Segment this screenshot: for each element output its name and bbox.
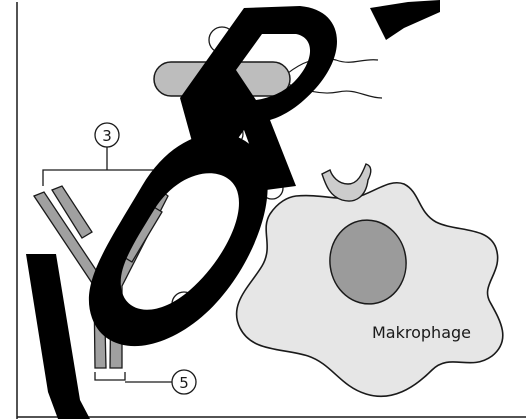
macrophage: Makrophage	[237, 183, 503, 397]
bracket-5: 5	[95, 370, 196, 394]
marker-3-text: 3	[102, 127, 112, 145]
macrophage-label: Makrophage	[372, 323, 471, 342]
watermark-letter-p	[370, 0, 440, 40]
watermark-letter-v	[26, 254, 90, 419]
bracket-5-line	[95, 372, 125, 380]
marker-5-text: 5	[179, 374, 189, 392]
